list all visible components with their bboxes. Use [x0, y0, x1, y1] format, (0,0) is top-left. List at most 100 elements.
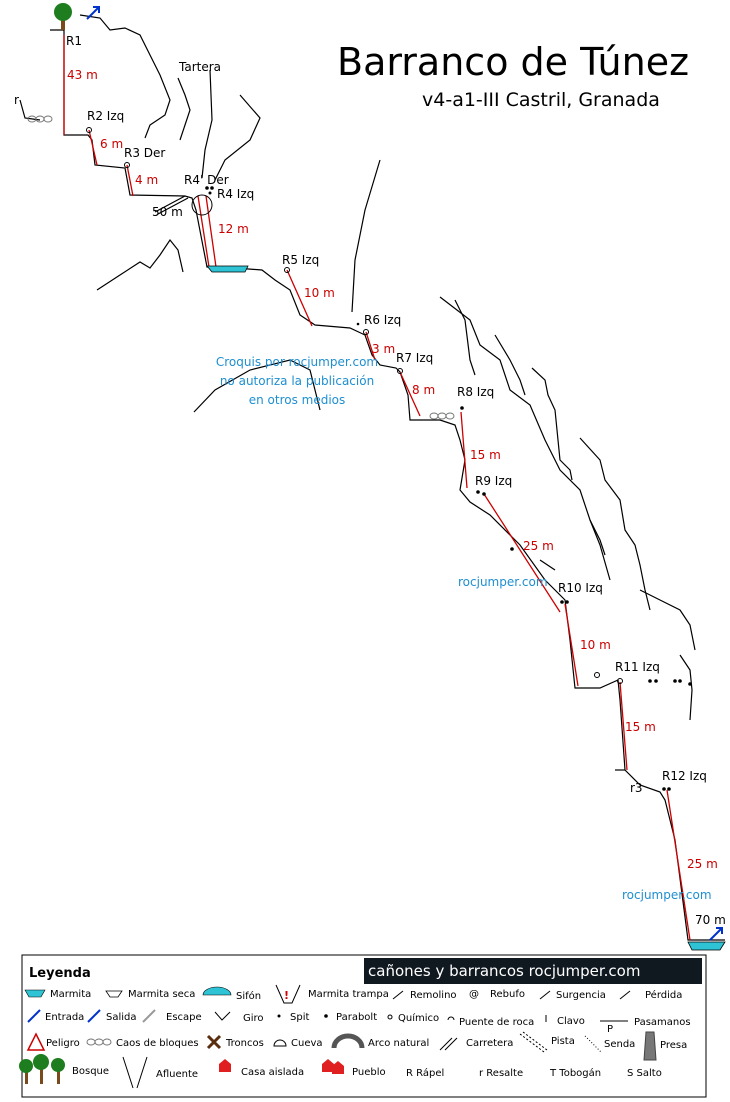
wall-center	[214, 94, 261, 181]
wall-right-8	[679, 654, 693, 721]
escape-icon	[142, 1009, 156, 1023]
legend-puente-roca: Puente de roca	[459, 1017, 534, 1028]
legend-salida: Salida	[106, 1012, 137, 1023]
rappel-r4b	[205, 195, 217, 268]
afluente-50m-1	[154, 195, 186, 213]
tree-icon	[54, 3, 72, 30]
rappel-r4	[197, 195, 210, 268]
legend-pista: Pista	[551, 1036, 575, 1047]
rappel-r8	[460, 411, 468, 489]
salida-icon	[87, 1009, 101, 1023]
marmita-icon	[24, 989, 46, 998]
legend-pasamanos: Pasamanos	[634, 1017, 691, 1028]
peligro-icon	[26, 1032, 46, 1051]
rappel-r11	[619, 681, 628, 771]
wall-right-3	[494, 334, 526, 396]
credit-watermark-1: rocjumper.com	[458, 575, 548, 589]
legend-marmita-trampa: Marmita trampa	[308, 989, 389, 1000]
boulders-top	[27, 115, 53, 123]
credits: Croquis por rocjumper.com no autoriza la…	[216, 355, 712, 902]
legend-presa: Presa	[660, 1040, 687, 1051]
left-ridge-2	[193, 359, 321, 413]
legend-rebufo: Rebufo	[490, 989, 525, 1000]
len-r7: 8 m	[412, 383, 435, 397]
boulders-r8	[429, 412, 455, 420]
legend-salto: S Salto	[627, 1068, 662, 1079]
rappel-r12	[666, 789, 691, 941]
carretera-icon	[439, 1037, 458, 1051]
wall-right-5	[579, 437, 651, 611]
wall-right-7	[639, 589, 696, 651]
credit-line-1: Croquis por rocjumper.com	[216, 355, 378, 369]
label-r2: R2 Izq	[87, 109, 124, 123]
canyon-floor-line	[50, 29, 725, 941]
legend-entrada: Entrada	[45, 1012, 84, 1023]
surgencia-icon	[539, 990, 551, 1000]
legend-senda: Senda	[604, 1039, 635, 1050]
pueblo-icon	[322, 1059, 344, 1074]
len-r5: 10 m	[304, 286, 335, 300]
rappel-r2	[88, 129, 98, 166]
label-r12: R12 Izq	[662, 769, 707, 783]
wall-right-1	[439, 296, 611, 581]
label-70m: 70 m	[695, 913, 726, 927]
spit-icon	[277, 1014, 281, 1018]
rappel-r10	[564, 603, 579, 687]
label-r3: R3 Der	[124, 146, 165, 160]
casa-aislada-icon	[219, 1059, 231, 1072]
afluente-50m-2	[157, 197, 189, 215]
legend-cueva: Cueva	[291, 1038, 323, 1049]
len-r9: 25 m	[523, 539, 554, 553]
exit-arrow-icon	[709, 927, 723, 941]
legend-parabolt: Parabolt	[336, 1012, 377, 1023]
pista-icon	[519, 1031, 548, 1053]
rebufo-icon: @	[469, 989, 479, 1000]
label-r5: R5 Izq	[282, 253, 319, 267]
credit-line-3: en otros medios	[249, 393, 346, 407]
bosque-icon	[19, 1054, 65, 1084]
len-r8: 15 m	[470, 448, 501, 462]
legend-perdida: Pérdida	[645, 989, 682, 1001]
entrada-icon	[27, 1009, 41, 1023]
rappel-r9	[483, 493, 561, 613]
tartera-line	[177, 77, 191, 141]
label-r8: R8 Izq	[457, 385, 494, 399]
label-r4: R4 Izq	[217, 187, 254, 201]
legend-casa-aislada: Casa aislada	[241, 1067, 304, 1078]
wall-right-9	[539, 559, 556, 571]
wall-long	[351, 159, 381, 313]
legend-clavo: Clavo	[557, 1016, 585, 1027]
credit-line-2: no autoriza la publicación	[220, 374, 374, 388]
legend-marmita: Marmita	[50, 989, 91, 1000]
entry-arrow-icon	[86, 6, 100, 20]
len-r10: 10 m	[580, 638, 611, 652]
legend-carretera: Carretera	[466, 1038, 513, 1049]
giro-icon	[214, 1011, 231, 1021]
legend-banner	[364, 958, 702, 984]
afluente-icon	[122, 1056, 148, 1089]
perdida-icon	[619, 990, 631, 1000]
legend-spit: Spit	[290, 1012, 309, 1023]
legend-pueblo: Pueblo	[352, 1067, 386, 1078]
puente-roca-icon	[447, 1016, 455, 1021]
label-r3-lower: r3	[630, 781, 643, 795]
rappel-r6	[365, 331, 376, 361]
banner-text: cañones y barrancos rocjumper.com	[368, 962, 640, 980]
legend-escape: Escape	[166, 1012, 202, 1023]
len-r3: 4 m	[135, 173, 158, 187]
legend-afluente: Afluente	[156, 1069, 198, 1080]
legend-quimico: Químico	[398, 1012, 439, 1024]
label-r9: R9 Izq	[475, 474, 512, 488]
wall-right-4	[531, 367, 573, 481]
wall-right-2	[454, 299, 476, 376]
legend-remolino: Remolino	[410, 990, 457, 1001]
legend-sifon: Sifón	[236, 990, 261, 1002]
sifon-icon	[202, 986, 232, 996]
marmita-seca-icon	[105, 990, 123, 998]
legend-arco-natural: Arco natural	[368, 1038, 429, 1049]
quimico-icon	[387, 1014, 393, 1020]
len-r2: 6 m	[100, 137, 123, 151]
len-r11: 15 m	[625, 720, 656, 734]
label-r6: R6 Izq	[364, 313, 401, 327]
subtitle: v4-a1-III Castril, Granada	[422, 89, 660, 111]
